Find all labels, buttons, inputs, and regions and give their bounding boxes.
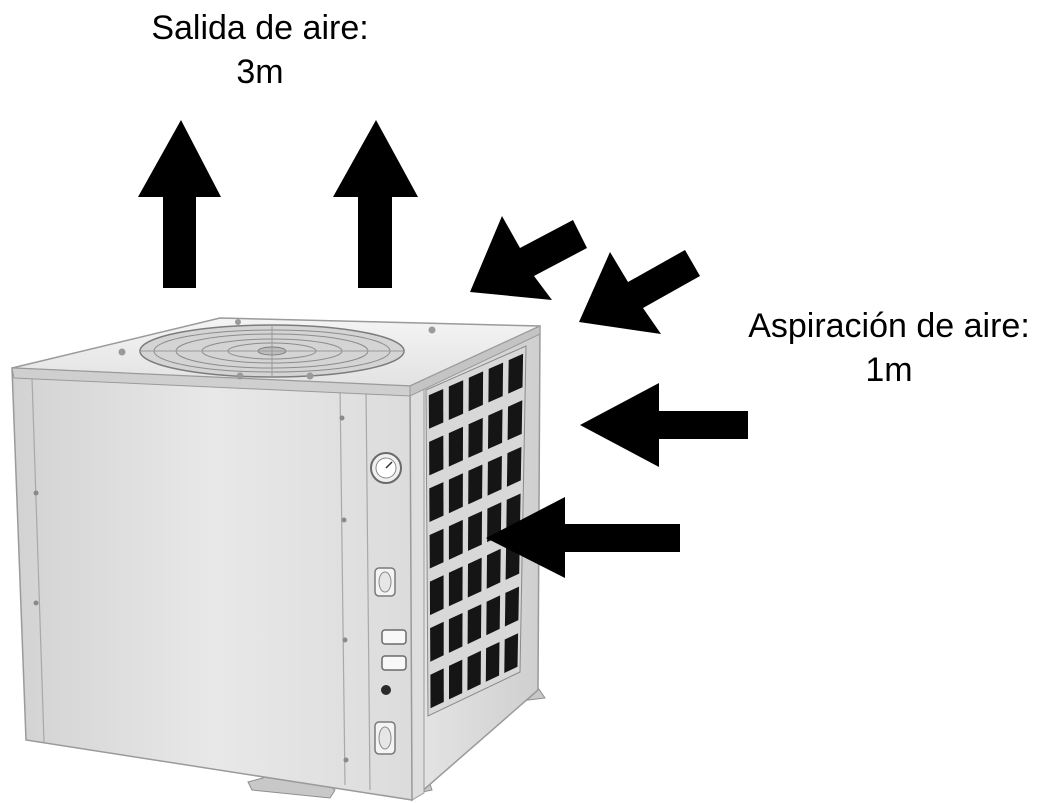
air-inlet-arrows [470,216,748,578]
grille-cell [487,455,502,496]
grille-cell [468,371,484,412]
pressure-gauge-icon [370,452,402,484]
grille-cell [448,519,463,560]
grille-cell [467,650,481,691]
grille-cell [508,353,524,394]
grille-cell [468,511,482,551]
grille-cell [429,528,444,569]
arrow-left-icon [580,383,748,467]
air-outlet-distance: 3m [236,53,284,92]
grille-cell [429,575,444,616]
air-outlet-title: Salida de aire: [151,9,369,47]
grille-cell [430,668,444,709]
grille-cell [506,446,522,487]
grille-cell [504,633,519,673]
grille-cell [428,389,444,429]
unit-front-panel [11,367,413,801]
air-inlet-distance: 1m [865,351,913,390]
grille-cell [448,473,463,514]
grille-cell [467,557,482,598]
air-inlet-label: Aspiración de aire: 1m [728,304,1050,392]
fan-icon [139,324,405,378]
grille-cell [504,586,519,627]
grille-cell [430,621,444,662]
front-screws [33,415,349,763]
grille-cell [429,482,444,522]
front-frame-strips [31,377,371,791]
air-outlet-arrows [138,120,418,288]
arrow-down-left-icon [470,216,587,300]
grille-cell [448,380,464,420]
grille-cell [468,464,483,505]
water-connections [374,567,407,755]
grille-cell [488,362,504,403]
air-outlet-label: Salida de aire: 3m [110,6,410,94]
grille-cell [468,417,483,458]
grille-cell [448,426,463,467]
grille-cell [485,642,500,682]
grille-cell [486,595,501,636]
grille-cell [488,409,503,449]
arrow-up-icon [138,120,221,288]
grille-cell [429,435,444,476]
grille-cell [449,659,463,700]
arrow-up-icon [333,120,418,288]
arrow-down-left-icon [579,250,700,334]
grille-cell [448,566,463,607]
air-inlet-title: Aspiración de aire: [748,307,1030,345]
arrow-left-icon [486,497,680,578]
grille-cell [448,613,463,653]
top-screws [118,319,436,380]
grille-cell [507,400,523,441]
grille-cell [467,604,482,645]
unit-top-side-edge [409,325,541,397]
grille-cell [486,548,501,589]
